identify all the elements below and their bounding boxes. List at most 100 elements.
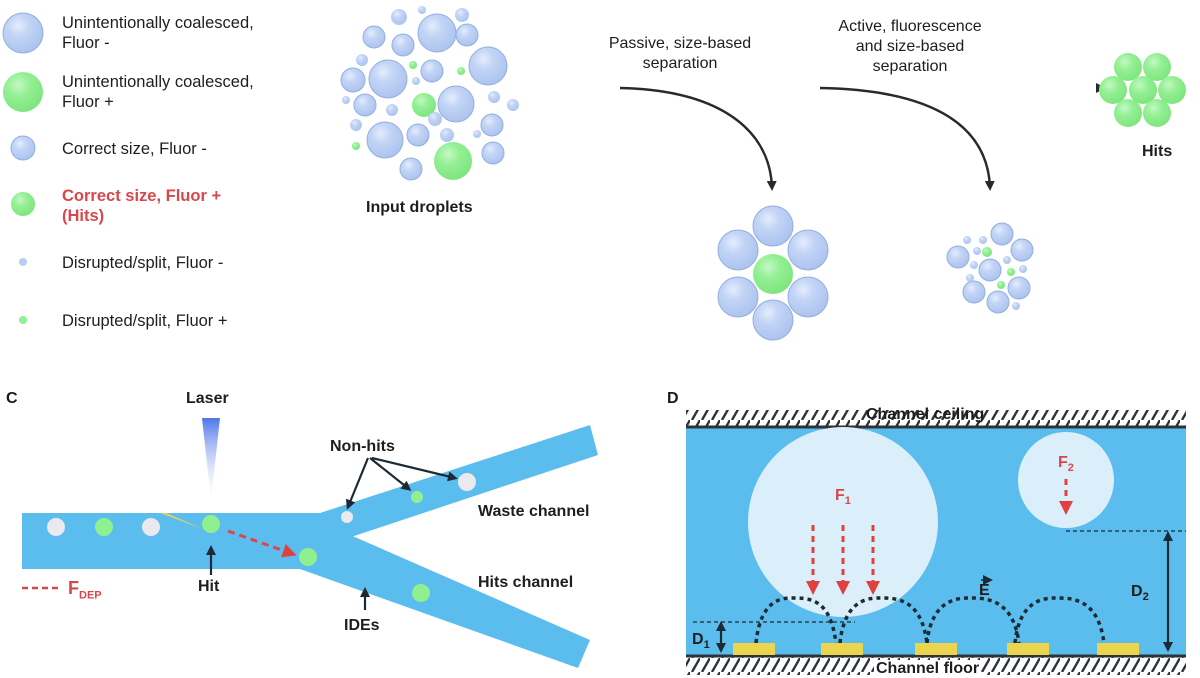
separation-arrows bbox=[540, 83, 1106, 191]
negative-droplet bbox=[455, 23, 479, 47]
fdep-symbol: F bbox=[68, 578, 79, 598]
nonhit-pointer-arrow bbox=[346, 457, 370, 510]
fdep-arrow bbox=[227, 529, 297, 558]
negative-droplet bbox=[481, 141, 505, 165]
coalesced-negative-droplet bbox=[717, 229, 759, 271]
hits-channel-label: Hits channel bbox=[478, 574, 574, 591]
negative-droplet bbox=[473, 130, 481, 138]
negative-droplet bbox=[1007, 276, 1031, 300]
negative-droplet bbox=[970, 261, 978, 269]
positive-droplet bbox=[1007, 268, 1015, 276]
negative-droplet bbox=[480, 113, 504, 137]
electric-field-lines bbox=[754, 596, 1106, 644]
legend-label-correct-positive: Correct size, Fluor + (Hits) bbox=[62, 187, 222, 225]
f2-label: F2 bbox=[1058, 454, 1074, 474]
nonhit-droplet bbox=[142, 518, 160, 536]
negative-droplet bbox=[342, 96, 350, 104]
passive-output-cluster bbox=[717, 205, 829, 341]
nonhit-pointer-arrow bbox=[369, 457, 412, 491]
legend-icon-large-negative bbox=[2, 12, 44, 54]
legend-icon-small-positive bbox=[19, 316, 27, 324]
electrode bbox=[1097, 643, 1139, 655]
legend-icons bbox=[2, 12, 44, 324]
ceiling-hatch bbox=[686, 410, 1186, 426]
hit-label: Hit bbox=[198, 578, 220, 595]
legend-label-large-positive: Unintentionally coalesced, Fluor + bbox=[62, 73, 254, 111]
input-droplets-cluster bbox=[340, 6, 519, 181]
active-branch-arrow bbox=[819, 86, 995, 191]
negative-droplet bbox=[366, 121, 404, 159]
negative-droplet bbox=[507, 99, 519, 111]
e-field-label: E bbox=[979, 582, 990, 599]
field-line-arc bbox=[838, 596, 929, 644]
d1-subscript: 1 bbox=[703, 639, 710, 652]
fdep-label: FDEP bbox=[68, 578, 102, 602]
negative-droplet bbox=[963, 236, 971, 244]
coalesced-positive-droplet bbox=[753, 254, 793, 294]
negative-droplet bbox=[990, 222, 1014, 246]
negative-droplet bbox=[973, 247, 981, 255]
negative-droplet bbox=[966, 274, 974, 282]
d2-label: D2 bbox=[1131, 583, 1149, 603]
large-droplet bbox=[748, 427, 938, 617]
d1-symbol: D bbox=[692, 631, 704, 648]
negative-droplet bbox=[1003, 256, 1011, 264]
coalesced-negative-droplet bbox=[752, 299, 794, 341]
negative-droplet bbox=[986, 290, 1010, 314]
passive-separation-label: Passive, size-based separation bbox=[608, 35, 752, 72]
sorter-channels bbox=[22, 418, 598, 668]
negative-droplet bbox=[455, 8, 469, 22]
negative-droplet bbox=[406, 123, 430, 147]
negative-droplet bbox=[1010, 238, 1034, 262]
hit-droplet bbox=[1129, 76, 1157, 104]
active-separation-label: Active, fluorescence and size-based sepa… bbox=[838, 18, 982, 75]
negative-droplet bbox=[353, 93, 377, 117]
negative-droplet bbox=[340, 67, 366, 93]
nonhit-droplet bbox=[341, 511, 353, 523]
sorter-droplets bbox=[47, 473, 476, 602]
negative-droplet bbox=[946, 245, 970, 269]
negative-droplet bbox=[391, 33, 415, 57]
positive-droplet bbox=[412, 93, 436, 117]
negative-droplet bbox=[368, 59, 408, 99]
negative-droplet bbox=[488, 91, 500, 103]
legend-label-small-negative: Disrupted/split, Fluor - bbox=[62, 254, 224, 272]
negative-droplet bbox=[412, 77, 420, 85]
negative-droplet bbox=[399, 157, 423, 181]
nonhit-pointer-arrow bbox=[371, 456, 458, 482]
electrodes bbox=[733, 643, 1139, 655]
negative-droplet bbox=[1019, 265, 1027, 273]
fdep-subscript: DEP bbox=[79, 589, 102, 602]
positive-droplet bbox=[457, 67, 465, 75]
negative-droplet bbox=[386, 104, 398, 116]
legend-label-large-negative: Unintentionally coalesced, Fluor - bbox=[62, 14, 254, 52]
hit-droplet bbox=[412, 584, 430, 602]
coalesced-negative-droplet bbox=[787, 229, 829, 271]
positive-droplet bbox=[982, 247, 992, 257]
negative-droplet bbox=[978, 258, 1002, 282]
hit-droplet bbox=[202, 515, 220, 533]
nonhit-droplet bbox=[458, 473, 476, 491]
coalesced-negative-droplet bbox=[752, 205, 794, 247]
hits-channel bbox=[160, 513, 590, 668]
hit-droplet bbox=[1114, 53, 1142, 81]
d2-subscript: 2 bbox=[1142, 591, 1149, 604]
nonhit-droplet bbox=[47, 518, 65, 536]
electrode bbox=[1007, 643, 1049, 655]
waste-channel-label: Waste channel bbox=[478, 503, 590, 520]
nonhit-positive-droplet bbox=[411, 491, 423, 503]
legend-icon-large-positive bbox=[3, 72, 43, 112]
legend-icon-small-negative bbox=[19, 258, 27, 266]
hit-droplet bbox=[299, 548, 317, 566]
waste-channel bbox=[300, 425, 598, 569]
electrode bbox=[821, 643, 863, 655]
coalesced-negative-droplet bbox=[787, 276, 829, 318]
negative-droplet bbox=[391, 9, 407, 25]
field-line-arc bbox=[754, 596, 838, 644]
legend-label-correct-negative: Correct size, Fluor - bbox=[62, 140, 207, 158]
legend-icon-correct-positive bbox=[11, 192, 35, 216]
positive-droplet bbox=[95, 518, 113, 536]
negative-droplet bbox=[1012, 302, 1020, 310]
panel-letter-d: D bbox=[667, 390, 679, 407]
